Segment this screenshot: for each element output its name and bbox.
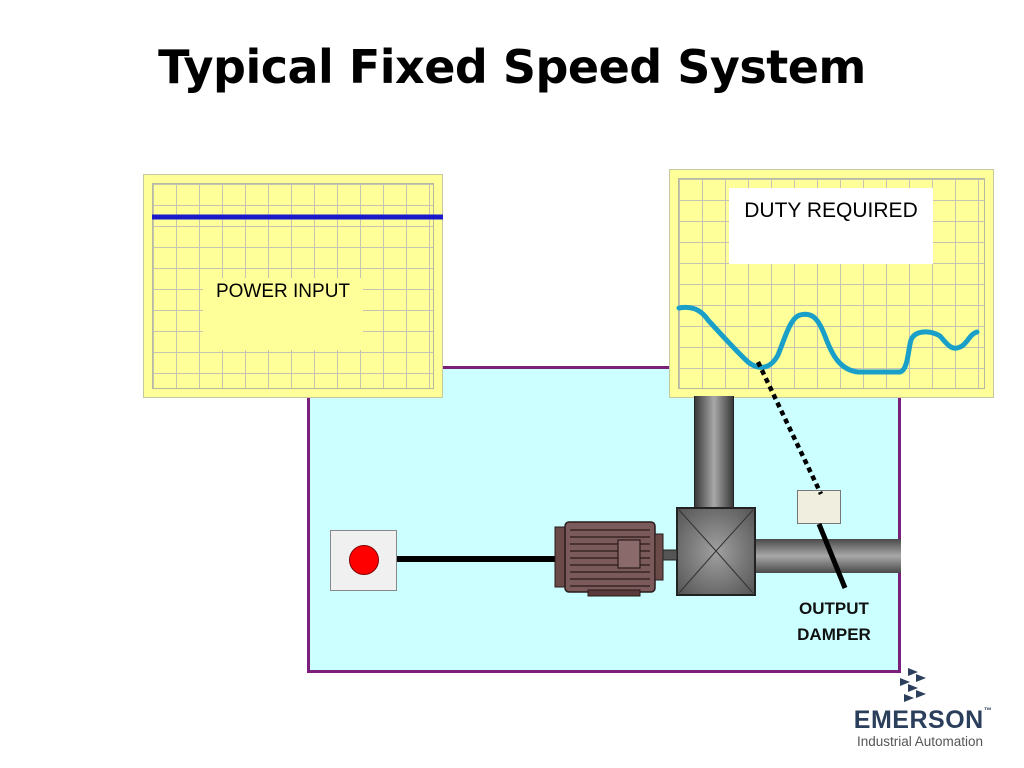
damper-blade — [816, 523, 848, 589]
motor — [554, 521, 678, 597]
emerson-logo-mark — [900, 668, 926, 702]
duty-required-curve — [676, 304, 980, 375]
output-damper-label: OUTPUT DAMPER — [797, 599, 871, 644]
power-cable — [397, 556, 625, 562]
motor-starter-box — [330, 530, 397, 591]
slide-title: Typical Fixed Speed System — [158, 40, 866, 94]
starter-indicator-light — [349, 545, 379, 575]
power-input-label: POWER INPUT — [203, 278, 363, 350]
emerson-logo-name: EMERSON™ — [853, 706, 993, 734]
duty-required-label: DUTY REQUIRED — [729, 188, 933, 264]
emerson-logo-tagline: Industrial Automation — [856, 734, 984, 749]
inlet-duct — [694, 396, 734, 508]
fan-impeller — [678, 509, 754, 594]
emerson-logo: EMERSON™ Industrial Automation — [828, 664, 1008, 754]
control-signal-link — [755, 361, 824, 495]
output-damper-actuator — [797, 490, 841, 524]
